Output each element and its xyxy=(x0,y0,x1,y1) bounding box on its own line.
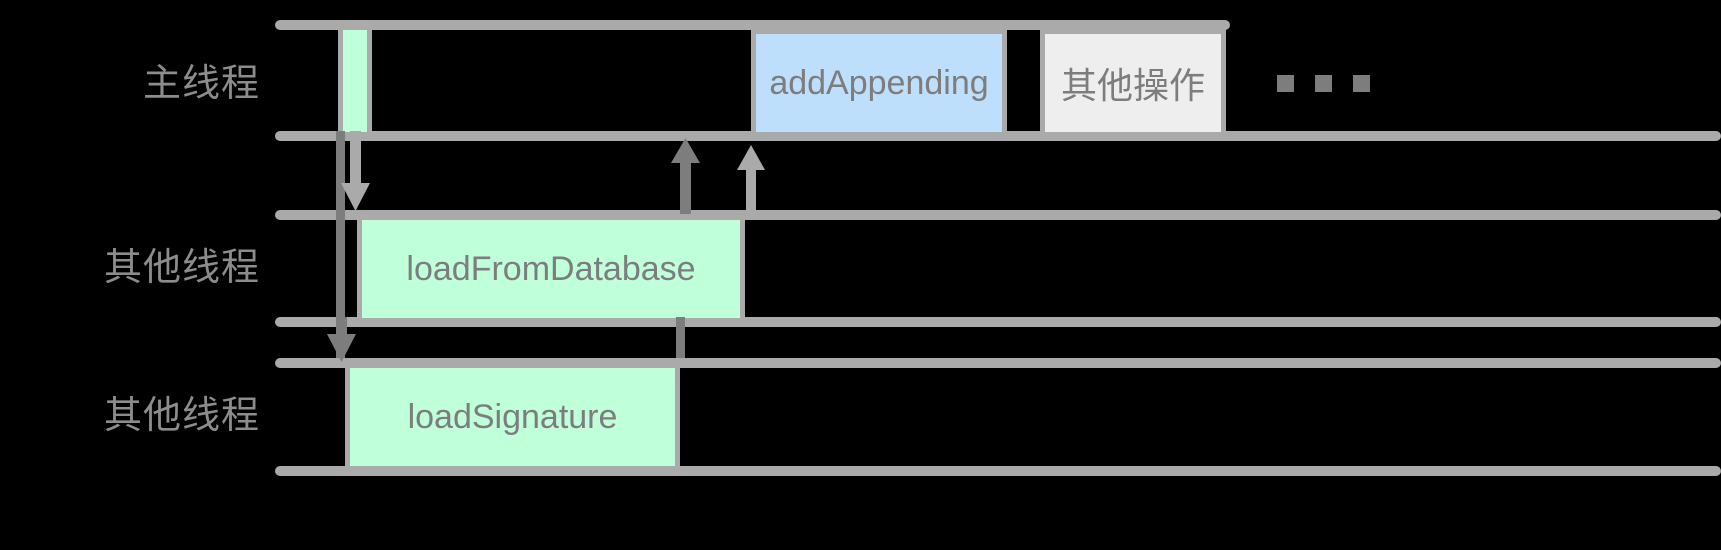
dispatch-arrow-to-thread-1 xyxy=(341,131,370,211)
return-arrow-1-head xyxy=(737,145,765,170)
dispatch-arrow-1-stem xyxy=(350,131,361,186)
task-label-load-from-database: loadFromDatabase xyxy=(406,249,696,288)
task-box-initial-task[interactable] xyxy=(338,25,372,137)
return-arrow-1-stem xyxy=(746,165,756,215)
return-arrow-2-head xyxy=(671,138,700,163)
dispatch-arrow-1-head xyxy=(341,183,370,211)
dispatch-arrow-to-thread-2 xyxy=(327,317,356,362)
task-box-load-signature[interactable]: loadSignature xyxy=(345,363,680,471)
lane-label-main-thread: 主线程 xyxy=(142,61,260,105)
task-label-other-ops: 其他操作 xyxy=(1060,66,1205,107)
thread-1-end-connector xyxy=(676,317,685,358)
return-arrow-2-stem xyxy=(680,158,691,214)
lane-line-other-thread-2-bottom xyxy=(275,466,1721,476)
task-label-add-appending: addAppending xyxy=(769,63,989,102)
lane-label-other-thread-1: 其他线程 xyxy=(103,245,260,289)
dispatch-arrow-2-head xyxy=(327,334,356,362)
lane-line-main-thread-top xyxy=(275,20,1230,30)
lane-label-other-thread-2: 其他线程 xyxy=(103,393,260,437)
ellipsis-dot-2 xyxy=(1315,75,1332,92)
ellipsis-dot-1 xyxy=(1277,75,1294,92)
lane-line-other-thread-2-top xyxy=(275,358,1721,368)
ellipsis-dot-3 xyxy=(1353,75,1370,92)
lane-line-other-thread-1-bottom xyxy=(275,317,1721,327)
return-arrow-from-thread-2 xyxy=(671,138,700,214)
task-label-load-signature: loadSignature xyxy=(407,397,618,436)
dispatch-arrow-2-stem xyxy=(336,317,347,337)
ellipsis-main-thread xyxy=(1277,75,1370,92)
return-arrow-from-thread-1 xyxy=(737,145,765,215)
task-box-add-appending[interactable]: addAppending xyxy=(751,29,1007,137)
task-box-other-ops[interactable]: 其他操作 xyxy=(1040,29,1226,137)
lane-line-other-thread-1-top xyxy=(275,210,1721,220)
task-box-load-from-database[interactable]: loadFromDatabase xyxy=(357,215,745,323)
dispatch-stem-to-thread-2 xyxy=(336,131,345,358)
